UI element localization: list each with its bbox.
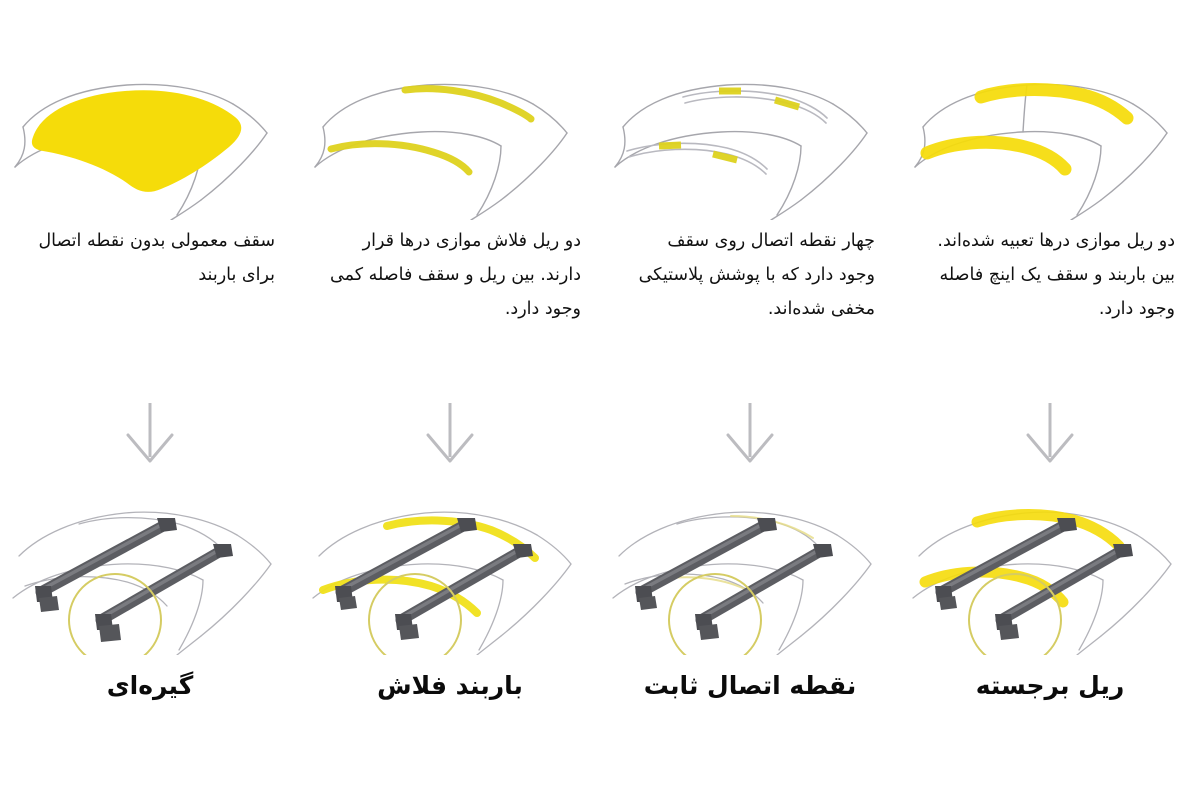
flush-rail-top-highlight (401, 85, 535, 123)
label-clamp-on: گیره‌ای (106, 671, 194, 700)
arrow-wrap-fixed-point (600, 388, 900, 480)
roof-raised-rails-highlight-icon (914, 83, 1168, 220)
arrow-wrap-raised-rail (900, 388, 1200, 480)
crossbar-rear (35, 518, 177, 612)
description-flush-rail: دو ریل فلاش موازی درها قرار دارند. بین ر… (330, 231, 581, 320)
roof-fixed-points-highlight-icon (614, 83, 868, 220)
column-flush-rail: دو ریل فلاش موازی درها قرار دارند. بین ر… (300, 55, 600, 700)
raised-rail-bottom-highlight (920, 135, 1072, 176)
roof-flush-rails-highlight-icon (314, 83, 568, 220)
bare-roof-highlight-icon (14, 83, 268, 220)
crossbar-rear (935, 518, 1077, 610)
crossbar-rear (635, 518, 777, 610)
highlight-circle (668, 573, 762, 655)
arrow-wrap-flush-rail (300, 388, 600, 480)
fixed-point-markers (658, 87, 800, 164)
highlight-circle (368, 573, 462, 655)
roof-rack-raised-rail-icon (912, 509, 1172, 655)
column-fixed-point: چهار نقطه اتصال روی سقف وجود دارد که با … (600, 55, 900, 700)
crossbar-front (995, 544, 1133, 640)
highlight-circle (968, 573, 1062, 655)
arrow-down-icon (426, 403, 474, 463)
arrow-down-icon (1026, 403, 1074, 463)
column-raised-rail: دو ریل موازی درها تعبیه شده‌اند. بین بار… (900, 55, 1200, 700)
flush-rail-bottom-highlight (327, 140, 473, 176)
crossbar-front (695, 544, 833, 640)
description-clamp-on: سقف معمولی بدون نقطه اتصال برای باربند (38, 231, 275, 286)
label-raised-rail: ریل برجسته (975, 671, 1125, 700)
bare-roof-surface-highlight (31, 90, 242, 192)
crossbar-rear (335, 518, 477, 610)
description-fixed-point: چهار نقطه اتصال روی سقف وجود دارد که با … (638, 231, 875, 320)
arrow-wrap-clamp-on (0, 388, 300, 480)
roof-rack-flush-rail-icon (312, 511, 572, 655)
columns-container: دو ریل موازی درها تعبیه شده‌اند. بین بار… (0, 55, 1200, 700)
arrow-down-icon (726, 403, 774, 463)
crossbar-front (95, 544, 233, 642)
label-fixed-point: نقطه اتصال ثابت (643, 671, 857, 700)
highlight-circle (68, 573, 162, 655)
raised-rail-top-highlight (974, 83, 1134, 125)
description-raised-rail: دو ریل موازی درها تعبیه شده‌اند. بین بار… (937, 231, 1175, 320)
crossbar-front (395, 544, 533, 640)
column-clamp-on: سقف معمولی بدون نقطه اتصال برای باربند (0, 55, 300, 700)
label-flush-rail: باربند فلاش (377, 671, 523, 700)
roof-rack-clamp-on-icon (12, 511, 272, 655)
arrow-down-icon (126, 403, 174, 463)
roof-rack-fixed-point-icon (612, 511, 872, 655)
